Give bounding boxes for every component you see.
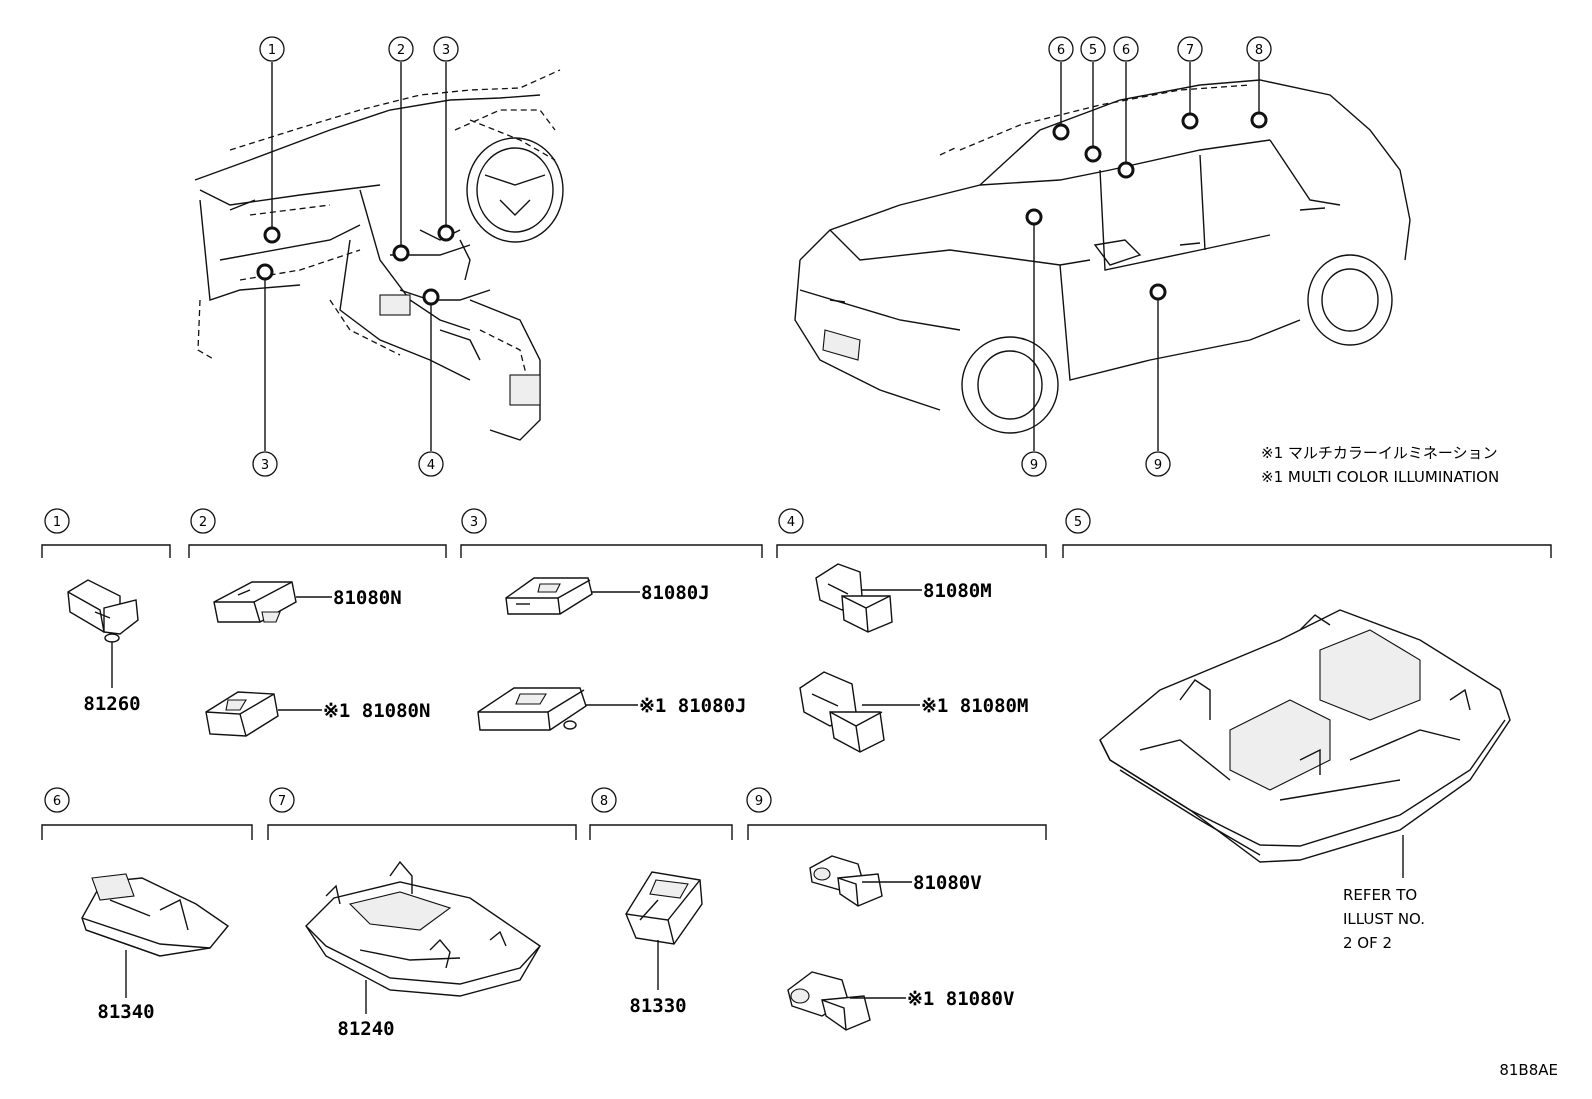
refer-line-2: ILLUST NO.	[1343, 910, 1425, 928]
section-headers: 1 2 3 4 5 6 7	[41, 508, 1552, 840]
part-number-81080M-mc: ※1 81080M	[921, 695, 1028, 717]
callout-2-top: 2	[388, 36, 414, 62]
section-header-6: 6	[41, 787, 253, 840]
part-number-81260: 81260	[83, 693, 140, 715]
section-number: 2	[199, 515, 207, 530]
callout-4-bottom: 4	[418, 451, 444, 477]
location-dots	[256, 111, 1268, 306]
callout-label: 4	[427, 458, 435, 473]
callout-label: 3	[442, 43, 450, 58]
callout-label: 9	[1030, 458, 1038, 473]
section-header-7: 7	[267, 787, 577, 840]
part-81080N-multicolor: ※1 81080N	[205, 691, 430, 737]
part-81080N: 81080N	[213, 581, 402, 623]
part-number-81080J: 81080J	[641, 582, 710, 604]
refer-line-1: REFER TO	[1343, 886, 1417, 904]
part-overhead-console: REFER TO ILLUST NO. 2 OF 2	[1099, 609, 1511, 952]
section-number: 6	[53, 794, 61, 809]
section-header-4: 4	[776, 508, 1047, 558]
callout-9a-bottom: 9	[1021, 451, 1047, 477]
section-header-1: 1	[41, 508, 171, 558]
part-number-81080N-mc: ※1 81080N	[323, 700, 430, 722]
section-number: 7	[278, 794, 286, 809]
footnote-jp: ※1 マルチカラーイルミネーション	[1261, 444, 1498, 462]
part-number-81080V: 81080V	[913, 872, 982, 894]
part-81080V: 81080V	[809, 855, 982, 907]
callout-3-bottom: 3	[252, 451, 278, 477]
section-header-2: 2	[188, 508, 447, 558]
leader-lines	[264, 62, 1260, 451]
part-number-81080J-mc: ※1 81080J	[639, 695, 746, 717]
callout-label: 1	[268, 43, 276, 58]
exterior-vehicle-illustration	[794, 79, 1411, 434]
callout-5-top: 5	[1080, 36, 1106, 62]
part-number-81240: 81240	[337, 1018, 394, 1040]
section-number: 9	[755, 794, 763, 809]
part-number-81340: 81340	[97, 1001, 154, 1023]
part-81080M: 81080M	[815, 563, 992, 633]
callout-label: 6	[1057, 43, 1065, 58]
part-81260: 81260	[67, 579, 141, 715]
section-number: 5	[1074, 515, 1082, 530]
callout-circles: 1 2 3 3 4 6 5 6	[252, 36, 1272, 477]
part-number-81080V-mc: ※1 81080V	[907, 988, 1014, 1010]
diagram-code: 81B8AE	[1499, 1061, 1558, 1079]
callout-6b-top: 6	[1113, 36, 1139, 62]
part-81080J: 81080J	[505, 577, 710, 615]
part-81080J-multicolor: ※1 81080J	[477, 687, 746, 731]
section-header-8: 8	[589, 787, 733, 840]
section-header-9: 9	[746, 787, 1047, 840]
section-number: 3	[470, 515, 478, 530]
callout-label: 2	[397, 43, 405, 58]
callout-8-top: 8	[1246, 36, 1272, 62]
interior-dashboard-illustration	[194, 69, 564, 441]
section-header-5: 5	[1062, 508, 1552, 558]
part-81240: 81240	[305, 860, 541, 1040]
callout-label: 6	[1122, 43, 1130, 58]
callout-label: 5	[1089, 43, 1097, 58]
callout-9b-bottom: 9	[1145, 451, 1171, 477]
section-number: 1	[53, 515, 61, 530]
refer-line-3: 2 OF 2	[1343, 934, 1392, 952]
callout-label: 3	[261, 458, 269, 473]
part-number-81080N: 81080N	[333, 587, 402, 609]
callout-label: 8	[1255, 43, 1263, 58]
section-number: 4	[787, 515, 795, 530]
callout-6a-top: 6	[1048, 36, 1074, 62]
section-number: 8	[600, 794, 608, 809]
callout-label: 9	[1154, 458, 1162, 473]
footnote-en: ※1 MULTI COLOR ILLUMINATION	[1261, 468, 1499, 486]
part-number-81080M: 81080M	[923, 580, 992, 602]
section-header-3: 3	[460, 508, 763, 558]
part-81080V-multicolor: ※1 81080V	[787, 971, 1014, 1031]
callout-3-top: 3	[433, 36, 459, 62]
callout-1-top: 1	[259, 36, 285, 62]
part-81340: 81340	[81, 873, 230, 1023]
part-81330: 81330	[625, 871, 703, 1017]
part-number-81330: 81330	[629, 995, 686, 1017]
part-81080M-multicolor: ※1 81080M	[799, 671, 1028, 753]
callout-label: 7	[1186, 43, 1194, 58]
callout-7-top: 7	[1177, 36, 1203, 62]
footnote: ※1 マルチカラーイルミネーション ※1 MULTI COLOR ILLUMIN…	[1261, 444, 1499, 486]
